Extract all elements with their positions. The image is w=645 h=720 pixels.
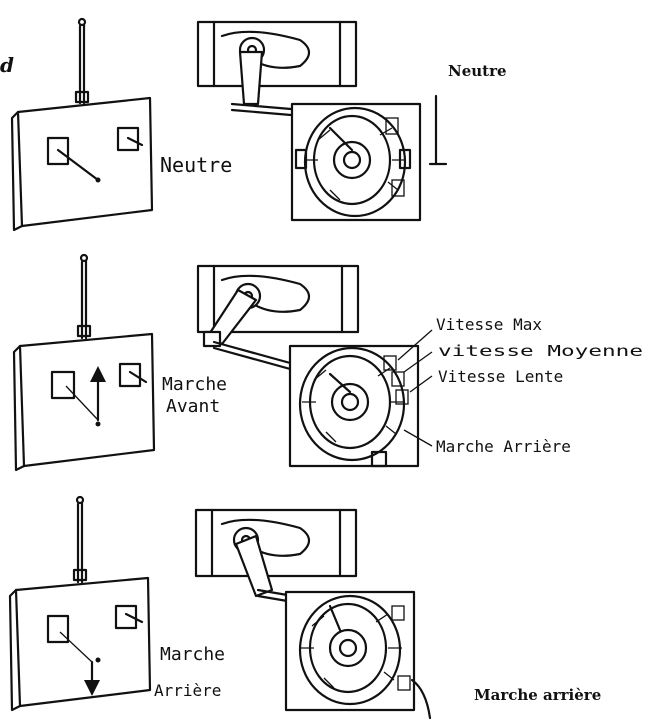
panel-reverse: Marche Arrière Marche arrière <box>10 497 601 718</box>
transmitter-icon <box>10 497 150 710</box>
stick-label-forward-1: Marche <box>162 374 227 395</box>
stick-label-forward-2: Avant <box>166 396 220 417</box>
transmitter-icon <box>12 19 152 230</box>
panel-neutral: Neutre Ne <box>12 19 507 230</box>
transmitter-icon <box>14 255 154 470</box>
speed-controller-icon <box>290 346 418 466</box>
callout-neutral: Neutre <box>448 62 507 80</box>
speed-controller-icon <box>292 104 420 220</box>
speed-label-slow: Vitesse Lente <box>438 367 563 386</box>
speed-label-medium: vitesse Moyenne <box>438 342 643 360</box>
panel-forward: Marche Avant <box>14 255 643 470</box>
reverse-label: Marche Arrière <box>436 437 571 456</box>
speed-label-max: Vitesse Max <box>436 315 542 334</box>
speed-controller-icon <box>286 592 414 710</box>
fragment-letter: d <box>0 53 14 77</box>
stick-label-neutral: Neutre <box>160 153 232 177</box>
callout-reverse: Marche arrière <box>474 686 601 704</box>
stick-label-reverse-1: Marche <box>160 644 225 665</box>
stick-label-reverse-2: Arrière <box>154 681 221 700</box>
